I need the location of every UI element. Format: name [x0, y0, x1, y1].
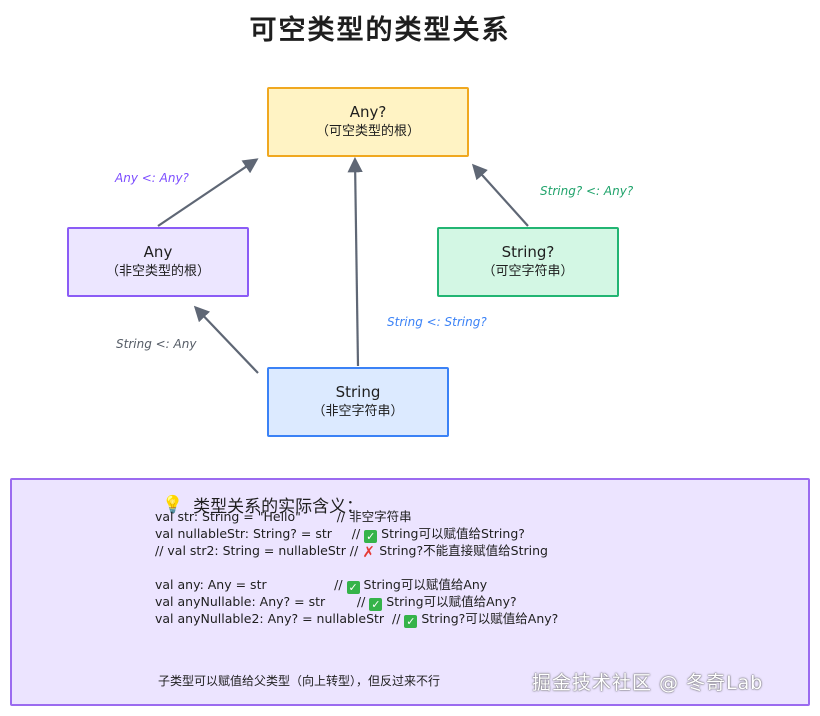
lightbulb-icon: 💡 [162, 494, 184, 515]
check-mark-icon: ✓ [346, 581, 360, 594]
code-text: // val str2: String = nullableStr // [155, 543, 363, 558]
edge-label-string-any: String <: Any [116, 337, 197, 351]
node-any: Any （非空类型的根） [67, 227, 249, 297]
node-sub: （非空字符串） [312, 404, 404, 419]
edge-label-string-string-nullable: String <: String? [387, 315, 487, 329]
node-string: String （非空字符串） [267, 367, 449, 437]
node-name: Any? [349, 103, 387, 121]
code-line: val anyNullable: Any? = str // ✓ String可… [155, 593, 517, 611]
code-comment: String可以赋值给String? [377, 526, 525, 541]
node-name: String? [501, 243, 555, 261]
node-string-nullable: String? （可空字符串） [437, 227, 619, 297]
panel-title: 💡 类型关系的实际含义： [162, 492, 364, 518]
edge-label-any-any-nullable: Any <: Any? [115, 171, 189, 185]
code-line: val anyNullable2: Any? = nullableStr // … [155, 610, 558, 628]
code-comment: String可以赋值给Any [359, 577, 488, 592]
watermark: 掘金技术社区 @ 冬奇Lab [532, 672, 764, 694]
edge-any-to-any-nullable [157, 158, 259, 227]
check-mark-icon: ✓ [364, 530, 378, 543]
node-any-nullable: Any? （可空类型的根） [267, 87, 469, 157]
edge-string-to-string-nullable [347, 156, 363, 367]
code-text: val str: String = "Hello" // 非空字符串 [155, 509, 412, 524]
code-text: val anyNullable: Any? = str // [155, 594, 370, 609]
cross-mark-icon: ✗ [362, 543, 375, 561]
check-mark-icon: ✓ [369, 598, 383, 611]
code-line: // val str2: String = nullableStr // ✗ S… [155, 542, 548, 561]
code-line: val any: Any = str // ✓ String可以赋值给Any [155, 576, 487, 594]
check-mark-icon: ✓ [404, 615, 418, 628]
code-line: val nullableStr: String? = str // ✓ Stri… [155, 525, 525, 543]
panel-footer-note: 子类型可以赋值给父类型（向上转型），但反过来不行 [158, 674, 441, 688]
code-text: val anyNullable2: Any? = nullableStr // [155, 611, 405, 626]
code-text: val nullableStr: String? = str // [155, 526, 365, 541]
node-sub: （非空类型的根） [105, 264, 210, 279]
node-name: Any [143, 243, 173, 261]
edge-label-string-nullable-any-nullable: String? <: Any? [540, 184, 634, 198]
explanation-panel: 💡 类型关系的实际含义： val str: String = "Hello" /… [10, 478, 810, 706]
code-comment: String?可以赋值给Any? [417, 611, 559, 626]
code-text: val any: Any = str // [155, 577, 347, 592]
edge-string-nullable-to-any-nullable [471, 163, 529, 227]
node-sub: （可空字符串） [482, 264, 574, 279]
code-comment: String可以赋值给Any? [382, 594, 517, 609]
edge-string-to-any [193, 305, 259, 374]
diagram-title: 可空类型的类型关系 [249, 15, 511, 46]
node-sub: （可空类型的根） [315, 124, 420, 139]
panel-title-text: 类型关系的实际含义： [193, 497, 364, 517]
code-comment: String?不能直接赋值给String [375, 543, 548, 558]
node-name: String [335, 383, 381, 401]
code-line: val str: String = "Hello" // 非空字符串 [155, 508, 412, 525]
